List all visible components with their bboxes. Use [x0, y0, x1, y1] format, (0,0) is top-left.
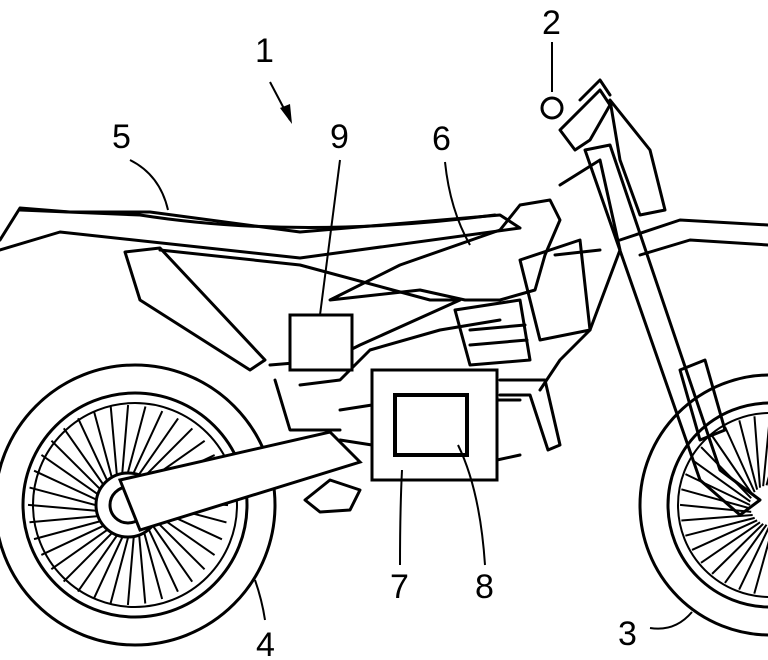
numeral-7: 7 — [390, 568, 409, 606]
spoke — [681, 488, 751, 510]
box-9 — [288, 313, 354, 372]
spoke — [691, 459, 751, 503]
fuel-tank — [328, 198, 562, 302]
spoke — [679, 503, 752, 513]
front-fender — [618, 218, 768, 257]
footpeg — [303, 478, 362, 514]
side-panel — [123, 246, 267, 372]
spoke — [753, 540, 768, 594]
numeral-4: 4 — [256, 626, 275, 660]
front-wheel — [638, 373, 768, 637]
spoke — [685, 473, 751, 506]
leader-lines — [129, 42, 693, 630]
spoke — [738, 420, 759, 490]
numeral-5: 5 — [112, 118, 131, 156]
spoke — [711, 435, 754, 496]
numeral-2: 2 — [542, 4, 561, 42]
numeral-1: 1 — [255, 32, 274, 70]
spoke — [738, 526, 768, 590]
numeral-9: 9 — [330, 118, 349, 156]
spoke — [700, 446, 752, 499]
spoke — [753, 416, 761, 488]
spoke — [724, 426, 756, 493]
spoke — [762, 426, 768, 487]
numeral-3: 3 — [618, 615, 637, 653]
front-fork — [583, 143, 762, 517]
numeral-8: 8 — [475, 568, 494, 606]
handlebar-unit — [540, 78, 612, 152]
swingarm — [117, 430, 363, 532]
spoke — [681, 514, 753, 522]
number-plate — [608, 98, 667, 217]
spoke — [724, 524, 768, 584]
spoke — [685, 516, 755, 537]
numeral-6: 6 — [432, 120, 451, 158]
spoke — [691, 519, 758, 551]
engine — [453, 298, 562, 452]
seat — [18, 208, 497, 229]
module-8 — [393, 393, 469, 457]
frame — [273, 158, 622, 432]
spoke — [711, 523, 764, 575]
spoke — [700, 521, 761, 564]
